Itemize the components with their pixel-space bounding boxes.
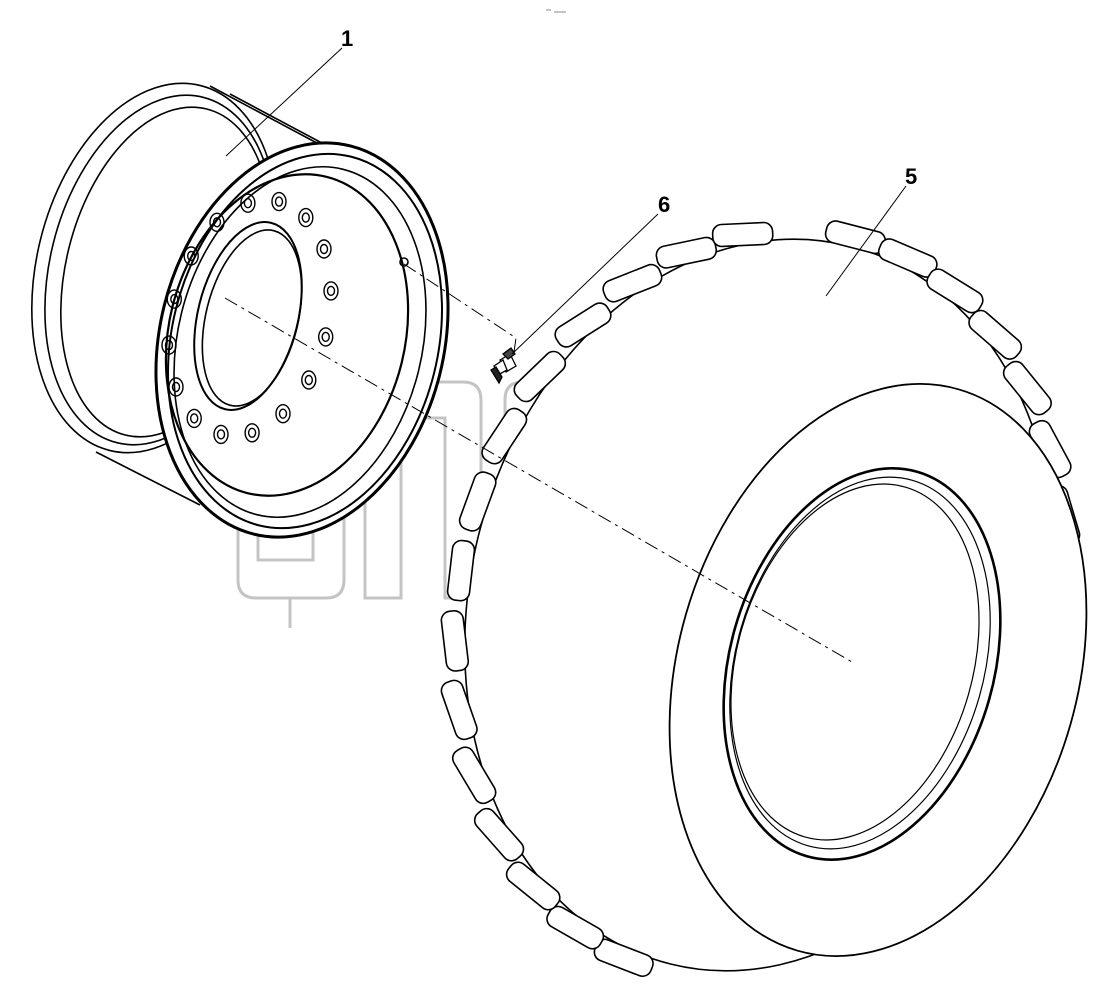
bolt-holes — [161, 191, 339, 445]
bolt-hole — [275, 404, 291, 424]
leader-tire — [825, 185, 907, 297]
bolt-hole-inner — [189, 413, 199, 424]
rim — [31, 82, 450, 539]
tread-lug — [1002, 360, 1052, 416]
bolt-hole-inner — [216, 429, 226, 440]
tread-lug — [655, 236, 718, 269]
bolt-hole — [213, 424, 229, 445]
bolt-hole-inner — [243, 197, 253, 209]
tread-lug — [968, 309, 1023, 360]
bolt-hole-inner — [278, 408, 288, 419]
bolt-hole — [271, 191, 287, 212]
tread-lug — [926, 268, 984, 314]
bolt-hole-inner — [321, 331, 330, 343]
bolt-hole-inner — [186, 250, 196, 262]
bolt-hole-inner — [319, 243, 329, 255]
leader-valve — [511, 213, 659, 355]
leader-rim — [225, 47, 343, 157]
bolt-hole — [301, 370, 317, 390]
top-mark — [546, 9, 566, 13]
bolt-hole-inner — [164, 339, 174, 351]
bolt-hole-inner — [170, 293, 179, 305]
callout-valve: 6 — [658, 192, 670, 217]
callout-rim: 1 — [341, 26, 353, 51]
callout-tire: 5 — [905, 164, 917, 189]
bolt-hole — [316, 239, 332, 259]
tread-lug — [446, 539, 476, 602]
bolt-hole — [244, 423, 260, 443]
tire — [440, 220, 1088, 978]
tread-lug — [458, 471, 497, 532]
bolt-hole-inner — [171, 381, 181, 393]
tread-lug — [711, 221, 774, 248]
tread-lug — [546, 905, 605, 950]
bolt-hole — [323, 281, 339, 301]
bolt-hole — [318, 327, 334, 347]
bolt-hole — [298, 207, 314, 228]
tread-lug — [481, 407, 528, 465]
tread-lug — [505, 861, 561, 911]
bolt-hole-inner — [274, 196, 284, 207]
leader-lines — [225, 47, 907, 355]
bolt-hole-inner — [247, 427, 257, 438]
tread-lug — [451, 746, 497, 805]
tread-lug — [554, 302, 612, 348]
tread-lug — [440, 679, 478, 741]
tread-lug — [440, 610, 470, 672]
bolt-hole-inner — [304, 374, 313, 386]
bolt-hole-inner — [301, 212, 310, 223]
bolt-hole — [166, 289, 183, 309]
valve-stem — [490, 347, 517, 385]
tread-lug — [473, 807, 525, 862]
bolt-hole — [240, 193, 256, 213]
bolt-hole-inner — [212, 217, 222, 228]
tread-lug — [513, 350, 567, 403]
bolt-hole — [209, 212, 225, 233]
bolt-hole — [161, 335, 177, 355]
tread-lug — [602, 263, 663, 303]
assembly-lines — [224, 263, 853, 663]
bolt-hole — [168, 377, 184, 397]
bolt-hole — [186, 408, 202, 429]
bolt-hole-inner — [326, 285, 336, 297]
bolt-hole — [183, 246, 199, 266]
